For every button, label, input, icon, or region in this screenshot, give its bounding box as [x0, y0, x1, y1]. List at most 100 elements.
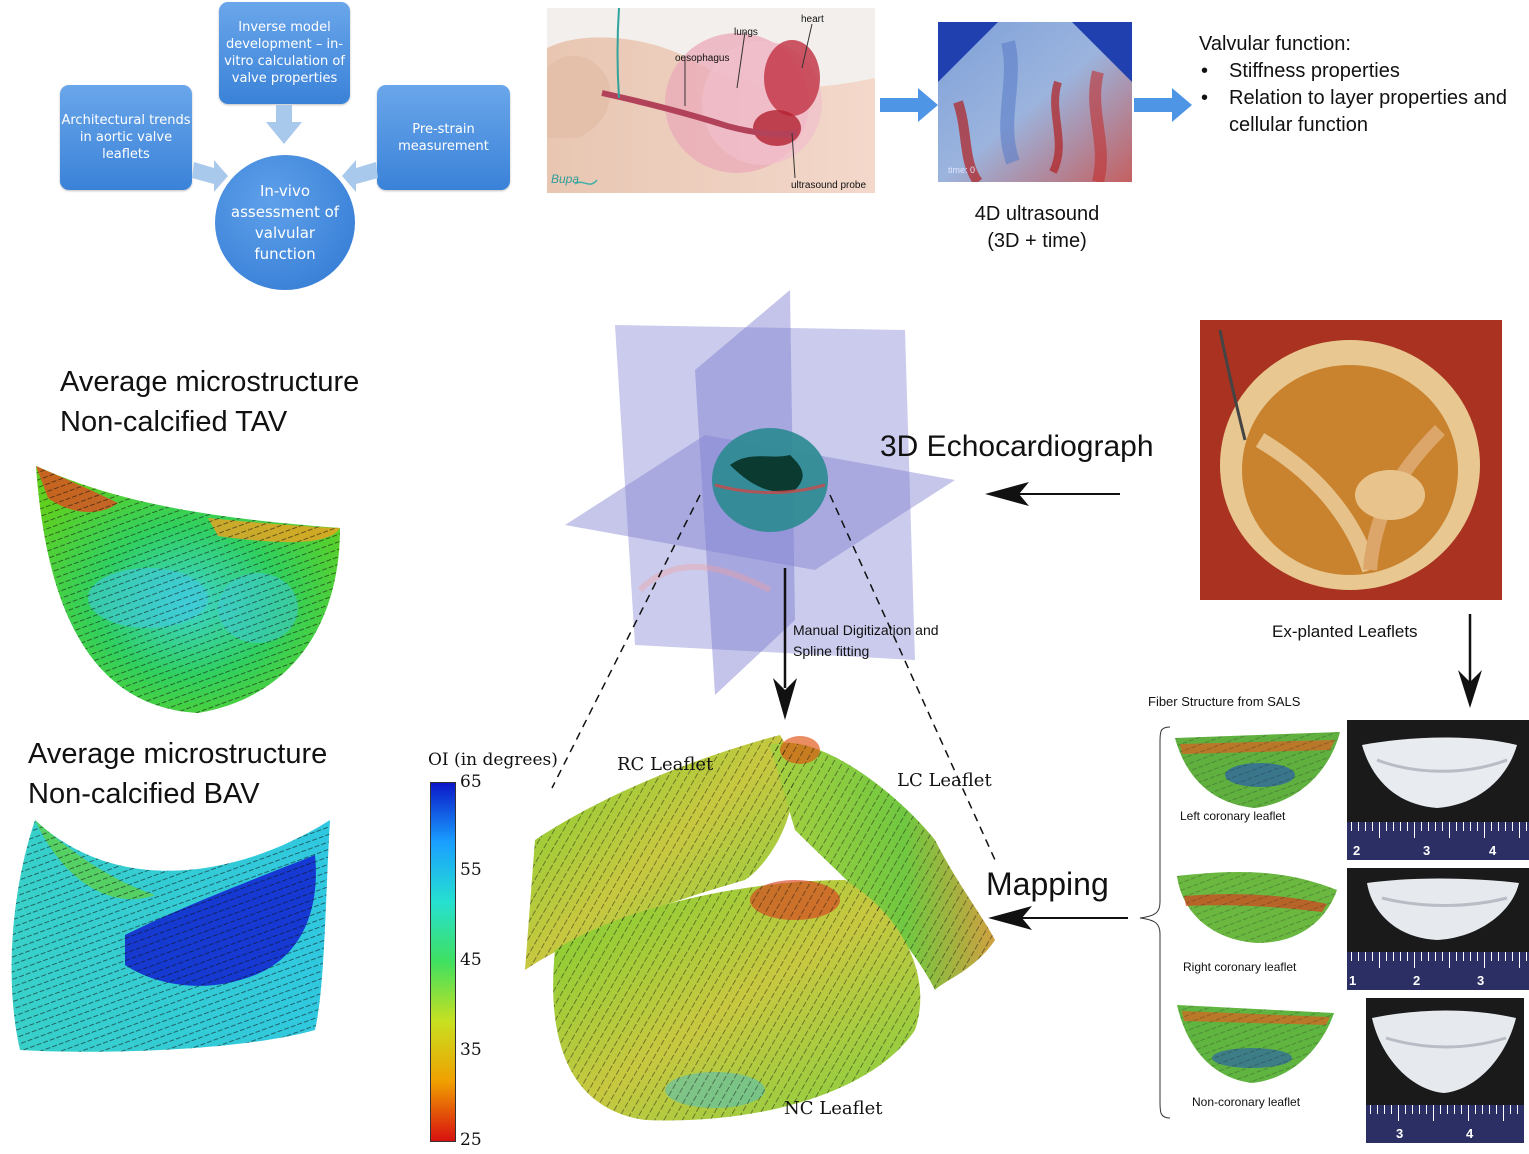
sals-title: Fiber Structure from SALS [1148, 694, 1301, 709]
nc-leaflet-label: NC Leaflet [784, 1098, 883, 1119]
tav-title: Average microstructure Non-calcified TAV [60, 362, 359, 442]
valve-photo-illustration [1200, 320, 1502, 600]
ruler-tick-mark [1470, 952, 1471, 961]
ruler-tick-mark [1498, 822, 1499, 831]
ruler-tick-mark [1365, 822, 1366, 831]
digitization-arrow [773, 568, 797, 720]
echo-planes-illustration [565, 290, 955, 695]
colorbar-tick-55: 55 [460, 860, 482, 880]
colorbar-title: OI (in degrees) [428, 750, 558, 770]
ruler-tick-mark [1482, 1105, 1483, 1114]
ruler-tick-mark [1517, 1105, 1518, 1114]
heart-label: heart [801, 14, 824, 25]
in-vivo-assessment-circle: In-vivo assessment of valvular function [215, 155, 355, 290]
bav-title: Average microstructure Non-calcified BAV [28, 734, 327, 814]
valvular-item-layer: Relation to layer properties and cellula… [1199, 85, 1519, 139]
explanted-valve-photo [1200, 320, 1502, 600]
ruler-tick-mark [1447, 1105, 1448, 1114]
ruler-tick-mark [1477, 822, 1478, 831]
ruler-tick-mark [1435, 822, 1436, 831]
valvular-item-stiffness: Stiffness properties [1199, 58, 1519, 85]
ruler-tick-mark [1400, 822, 1401, 831]
projection-line-left [551, 494, 701, 789]
ruler-tick-mark [1372, 822, 1373, 831]
bav-title-line2: Non-calcified BAV [28, 778, 260, 810]
ruler-tick-mark [1421, 822, 1422, 831]
ruler-tick-mark [1463, 952, 1464, 961]
colorbar-tick-35: 35 [460, 1040, 482, 1060]
digitization-label-line2: Spline fitting [793, 643, 870, 659]
echocardiograph-label: 3D Echocardiograph [880, 430, 1154, 463]
ultrasound-caption-line2: (3D + time) [987, 230, 1087, 252]
ruler-tick-mark [1526, 952, 1527, 961]
ruler-tick-mark [1498, 952, 1499, 961]
ruler-tick-mark [1491, 822, 1492, 831]
tav-title-line1: Average microstructure [60, 366, 360, 398]
explanted-arrow [1458, 614, 1482, 708]
bav-microstructure-map [11, 820, 330, 1052]
projection-lines [551, 494, 996, 861]
architectural-trends-label: Architectural trends in aortic valve lea… [61, 113, 191, 162]
ruler-left-coronary-tick-4: 4 [1489, 843, 1497, 858]
ruler-right-coronary-tick-2: 2 [1413, 973, 1421, 988]
ruler-tick-mark [1370, 1105, 1371, 1114]
valvular-function-title: Valvular function: [1199, 33, 1351, 55]
digitization-label: Manual Digitization and Spline fitting [793, 620, 939, 662]
sals-left-coronary-label: Left coronary leaflet [1180, 809, 1286, 823]
ruler-tick-mark [1419, 1105, 1420, 1114]
arrow-from-inverse [266, 105, 302, 144]
echo-valve-leaflets [730, 455, 803, 492]
in-vivo-assessment-label: In-vivo assessment of valvular function [230, 181, 340, 263]
ruler-tick-mark [1496, 1105, 1497, 1114]
ruler-tick-mark [1468, 1105, 1469, 1121]
tav-microstructure-map [36, 466, 340, 713]
ruler-non-coronary-tick-4: 4 [1466, 1126, 1474, 1141]
ruler-tick-mark [1449, 952, 1450, 968]
leaflet-photo-non-coronary: 3 4 [1366, 998, 1524, 1143]
ruler-tick-mark [1484, 822, 1485, 838]
ruler-tick-mark [1435, 952, 1436, 961]
ruler-right-coronary: 1 2 3 [1347, 952, 1529, 990]
ruler-tick-mark [1405, 1105, 1406, 1114]
ultrasound-probe-label: ultrasound probe [791, 180, 867, 191]
ruler-left-coronary-tick-2: 2 [1353, 843, 1361, 858]
sals-bracket [1139, 726, 1171, 1119]
ruler-tick-mark [1456, 952, 1457, 961]
leaflets-3d-model [525, 735, 995, 1121]
ruler-tick-mark [1421, 952, 1422, 961]
explanted-leaflets-label: Ex-planted Leaflets [1272, 622, 1418, 641]
valvular-function-block: Valvular function: Stiffness properties … [1199, 31, 1519, 139]
ruler-tick-mark [1351, 822, 1352, 831]
tav-title-line2: Non-calcified TAV [60, 406, 288, 438]
ruler-tick-mark [1426, 1105, 1427, 1114]
ruler-tick-mark [1414, 822, 1415, 838]
ruler-tick-mark [1519, 822, 1520, 838]
leaflet-photo-right-coronary-tissue [1367, 878, 1519, 940]
arrow-to-ultrasound [880, 88, 938, 122]
echo-arrow [985, 482, 1120, 506]
concept-arrows [192, 105, 378, 192]
ruler-tick-mark [1400, 952, 1401, 961]
colorbar-tick-45: 45 [460, 950, 482, 970]
ruler-tick-mark [1454, 1105, 1455, 1114]
ultrasound-time-label: time: 0 [948, 165, 976, 175]
ruler-tick-mark [1484, 952, 1485, 968]
ruler-tick-mark [1512, 952, 1513, 961]
ruler-tick-mark [1428, 952, 1429, 961]
valvular-function-list: Stiffness properties Relation to layer p… [1199, 58, 1519, 139]
ruler-tick-mark [1386, 822, 1387, 831]
ruler-tick-mark [1475, 1105, 1476, 1114]
ruler-tick-mark [1489, 1105, 1490, 1114]
leaflet-photo-left-coronary-tissue [1362, 737, 1517, 808]
ruler-tick-mark [1510, 1105, 1511, 1114]
leaflet-photo-left-coronary: 2 3 4 [1347, 720, 1529, 860]
arrow-from-prestrain [342, 160, 378, 192]
ruler-tick-mark [1407, 952, 1408, 961]
ruler-tick-mark [1379, 952, 1380, 968]
ruler-left-coronary-tick-3: 3 [1423, 843, 1431, 858]
ruler-tick-mark [1407, 822, 1408, 831]
ruler-tick-mark [1503, 1105, 1504, 1121]
architectural-trends-box: Architectural trends in aortic valve lea… [60, 85, 192, 190]
ruler-tick-mark [1365, 952, 1366, 961]
ruler-tick-mark [1470, 822, 1471, 831]
